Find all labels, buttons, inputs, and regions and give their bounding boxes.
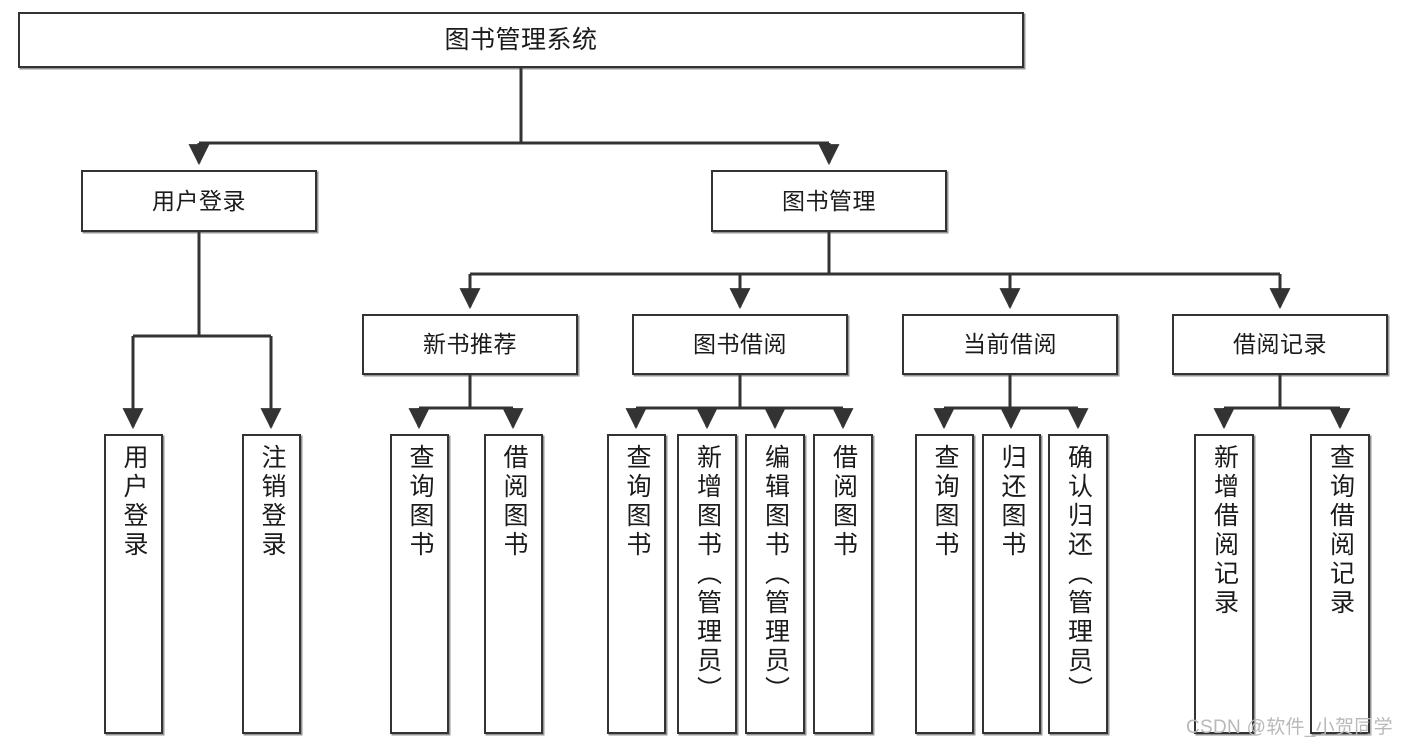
node-leaf-query-book-borrow-label: 查询图书 bbox=[623, 444, 651, 560]
node-leaf-query-record[interactable]: 查询借阅记录 bbox=[1310, 434, 1370, 734]
node-leaf-query-book-rec[interactable]: 查询图书 bbox=[390, 434, 449, 734]
node-leaf-query-book-rec-label: 查询图书 bbox=[406, 444, 434, 560]
node-user-login[interactable]: 用户登录 bbox=[81, 170, 317, 232]
node-leaf-confirm-return[interactable]: 确认归还（管理员） bbox=[1048, 434, 1108, 734]
node-root-label: 图书管理系统 bbox=[444, 25, 598, 54]
node-leaf-query-book-cur-label: 查询图书 bbox=[931, 444, 959, 560]
node-book-borrow-label: 图书借阅 bbox=[693, 331, 787, 358]
node-leaf-add-book[interactable]: 新增图书（管理员） bbox=[677, 434, 737, 734]
node-leaf-add-record-label: 新增借阅记录 bbox=[1210, 444, 1239, 618]
node-leaf-query-book-borrow[interactable]: 查询图书 bbox=[607, 434, 666, 734]
node-borrow-record-label: 借阅记录 bbox=[1233, 331, 1327, 358]
node-current-borrow[interactable]: 当前借阅 bbox=[902, 314, 1118, 375]
node-new-book-recommend-label: 新书推荐 bbox=[423, 331, 517, 358]
node-current-borrow-label: 当前借阅 bbox=[963, 331, 1057, 358]
node-leaf-user-login-label: 用户登录 bbox=[120, 444, 148, 560]
watermark: CSDN @软件_小贺同学 bbox=[1186, 717, 1393, 738]
node-leaf-logout-label: 注销登录 bbox=[258, 444, 286, 560]
node-new-book-recommend[interactable]: 新书推荐 bbox=[362, 314, 578, 375]
node-leaf-borrow-book[interactable]: 借阅图书 bbox=[813, 434, 873, 734]
node-leaf-add-book-label: 新增图书（管理员） bbox=[693, 444, 722, 705]
node-root[interactable]: 图书管理系统 bbox=[18, 12, 1024, 68]
node-leaf-query-record-label: 查询借阅记录 bbox=[1326, 444, 1355, 618]
node-borrow-record[interactable]: 借阅记录 bbox=[1172, 314, 1388, 375]
node-leaf-return-book-label: 归还图书 bbox=[998, 444, 1026, 560]
node-leaf-query-book-cur[interactable]: 查询图书 bbox=[915, 434, 974, 734]
node-leaf-return-book[interactable]: 归还图书 bbox=[982, 434, 1041, 734]
node-book-manage-label: 图书管理 bbox=[782, 187, 876, 214]
node-leaf-borrow-book-rec[interactable]: 借阅图书 bbox=[484, 434, 543, 734]
node-leaf-confirm-return-label: 确认归还（管理员） bbox=[1064, 444, 1093, 705]
node-book-borrow[interactable]: 图书借阅 bbox=[632, 314, 848, 375]
node-leaf-borrow-book-label: 借阅图书 bbox=[829, 444, 858, 560]
node-user-login-label: 用户登录 bbox=[152, 187, 246, 214]
node-leaf-add-record[interactable]: 新增借阅记录 bbox=[1194, 434, 1254, 734]
node-leaf-user-login[interactable]: 用户登录 bbox=[104, 434, 163, 734]
node-leaf-borrow-book-rec-label: 借阅图书 bbox=[500, 444, 528, 560]
node-leaf-edit-book[interactable]: 编辑图书（管理员） bbox=[745, 434, 805, 734]
node-leaf-edit-book-label: 编辑图书（管理员） bbox=[761, 444, 790, 705]
node-book-manage[interactable]: 图书管理 bbox=[711, 170, 947, 232]
node-leaf-logout[interactable]: 注销登录 bbox=[242, 434, 301, 734]
